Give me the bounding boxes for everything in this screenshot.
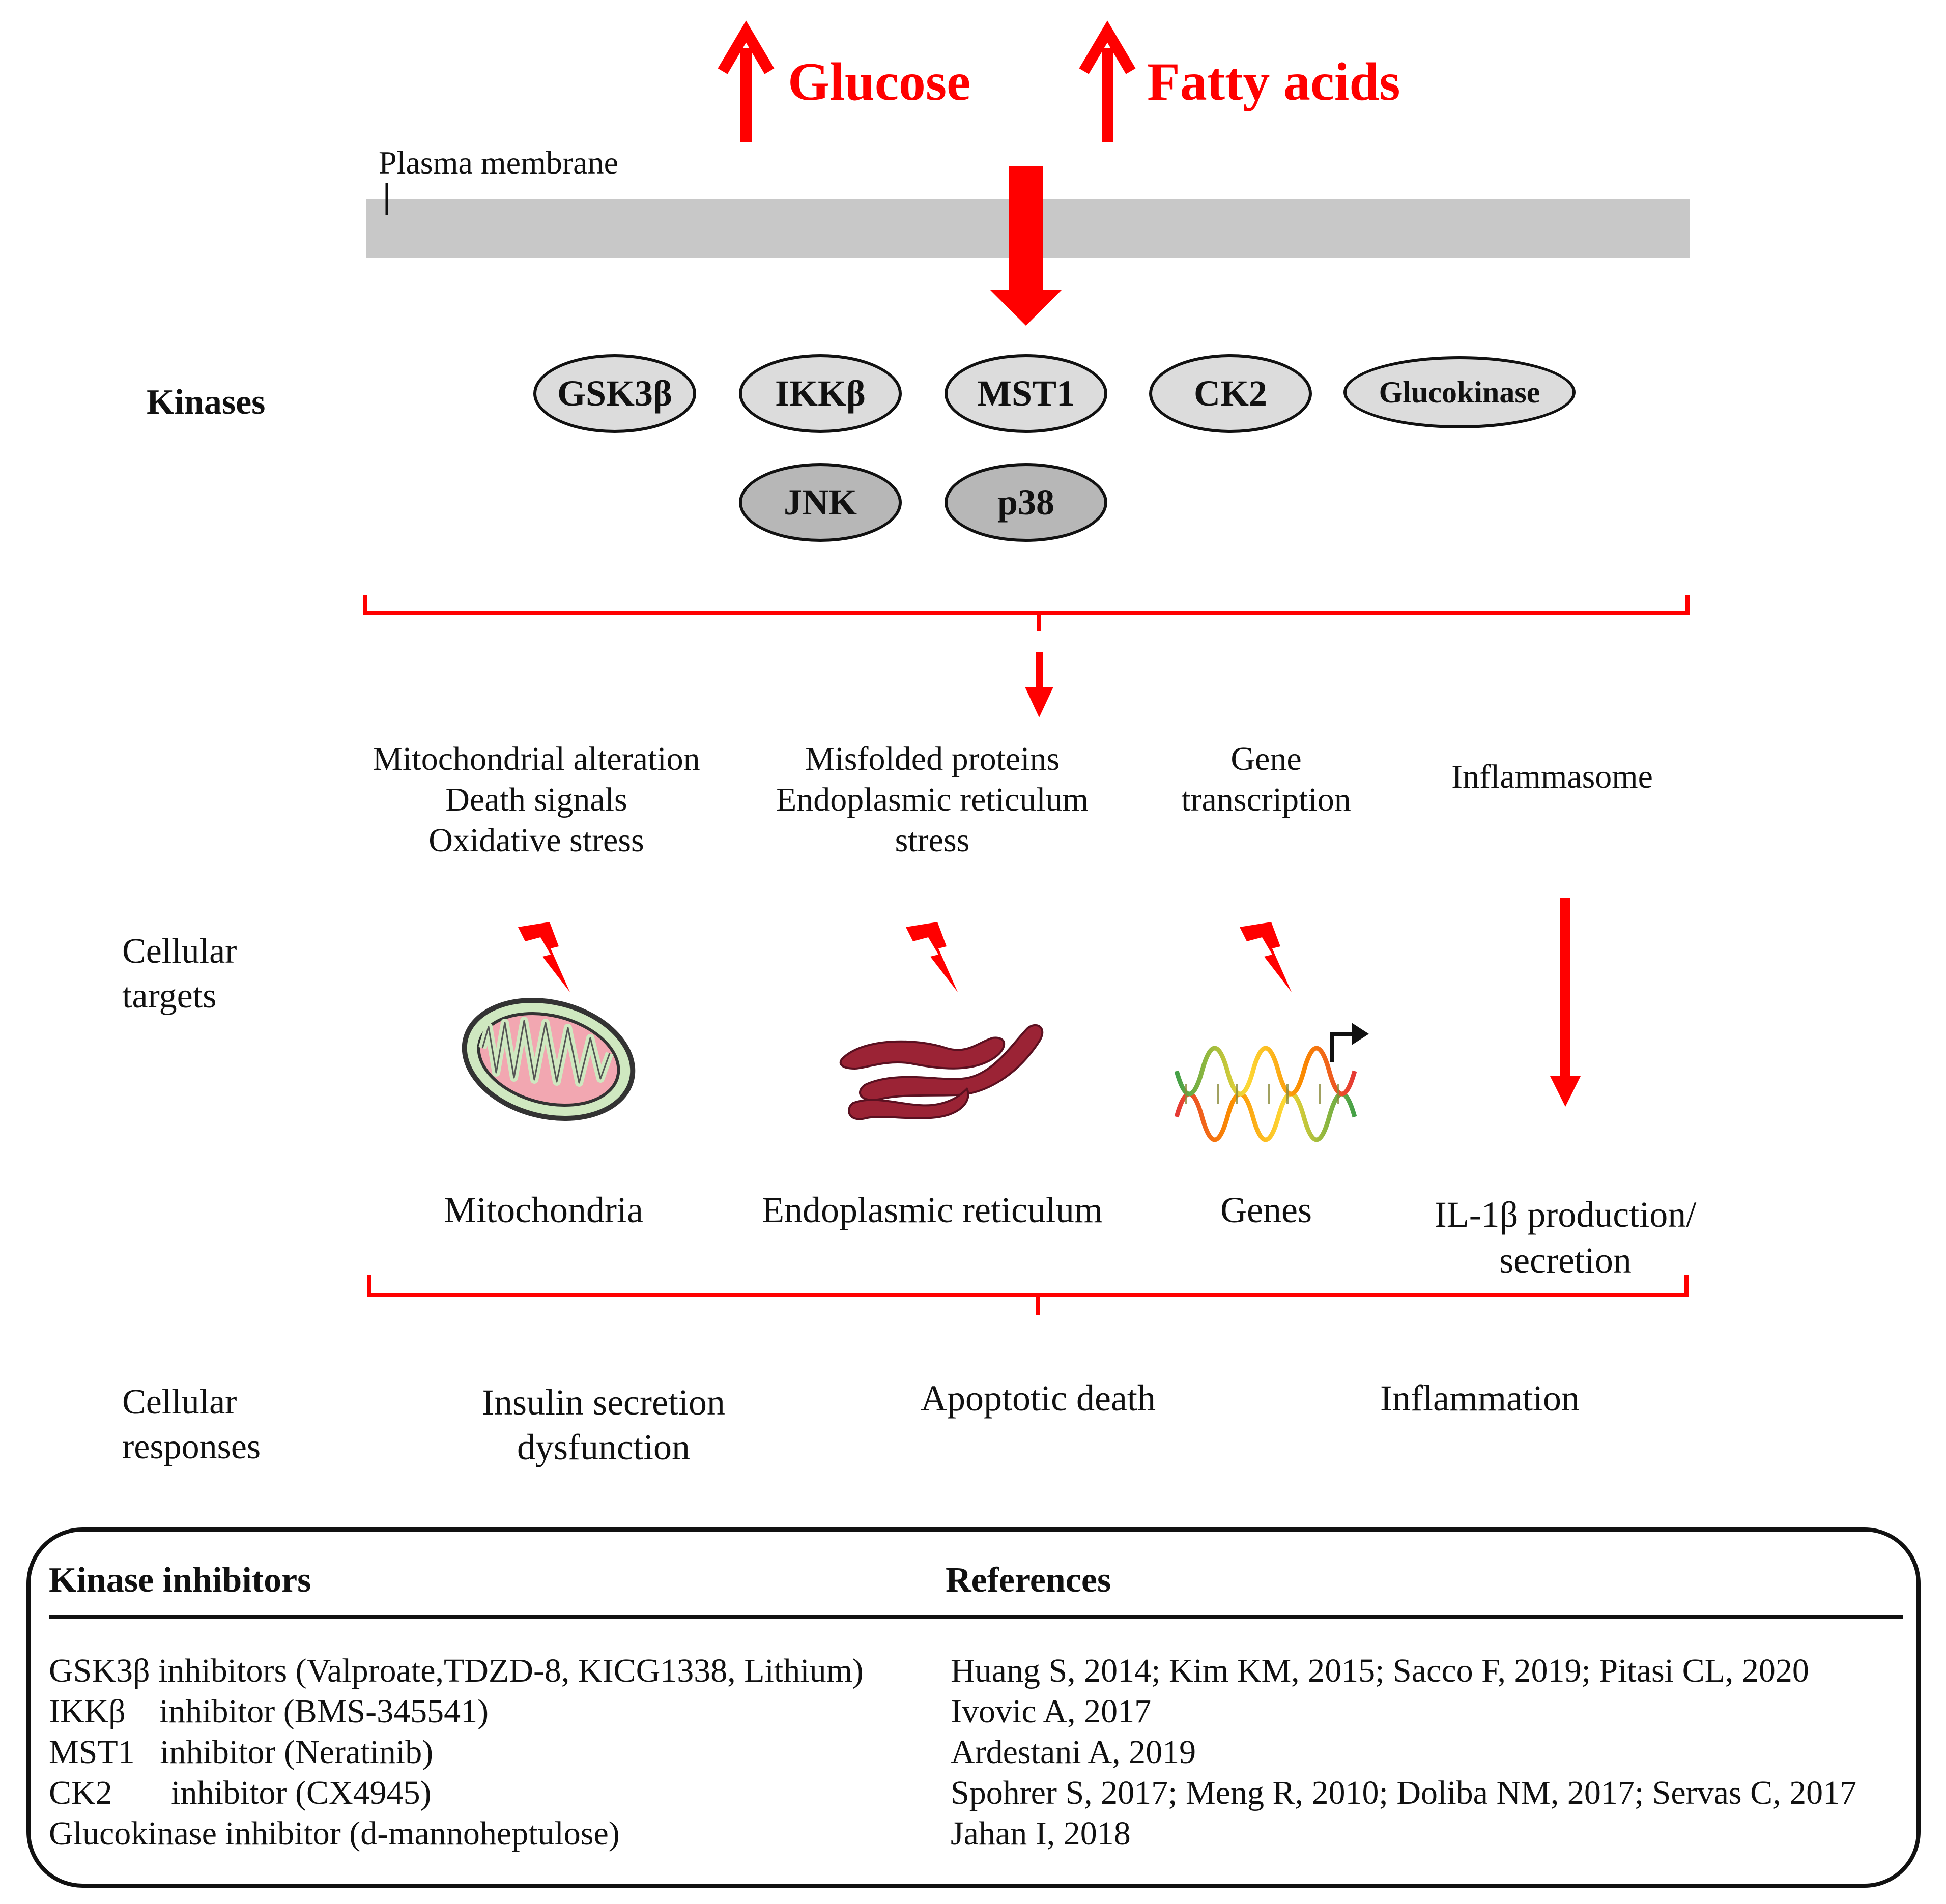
up-arrow-icon [718, 20, 775, 142]
lightning-icon [518, 922, 570, 992]
il1b-label: IL-1β production/ secretion [1435, 1192, 1697, 1283]
down-arrow-icon [1025, 652, 1053, 717]
inflammasome-text: Inflammasome [1451, 758, 1653, 795]
cellular-responses-label: Cellular responses [122, 1380, 261, 1469]
table-row-refs: Jahan I, 2018 [951, 1815, 1131, 1852]
up-arrow-icon [1079, 20, 1136, 142]
mito-stress-line: Death signals [445, 781, 627, 818]
glucose-label: Glucose [788, 52, 971, 111]
il1b-line: IL-1β production/ [1434, 1194, 1697, 1235]
insulin-response-line: Insulin secretion [482, 1382, 725, 1423]
kinase-mst1: MST1 [945, 354, 1107, 433]
er-stress-line: stress [895, 822, 970, 859]
down-arrow-icon [1550, 898, 1581, 1107]
kinase-gsk3b: GSK3β [533, 354, 696, 433]
dna-icon [1174, 1046, 1357, 1142]
er-stress-line: Endoplasmic reticulum [776, 781, 1089, 818]
gene-transcription-line: transcription [1181, 781, 1351, 818]
cellular-responses-line: Cellular [122, 1382, 237, 1422]
apoptosis-response: Apoptotic death [921, 1378, 1156, 1419]
fatty-acids-label: Fatty acids [1147, 52, 1400, 111]
table-row-inhibitor: GSK3β inhibitors (Valproate,TDZD-8, KICG… [49, 1652, 864, 1689]
table-row-inhibitor: Glucokinase inhibitor (d-mannoheptulose) [49, 1815, 620, 1852]
kinase-ck2: CK2 [1149, 354, 1312, 433]
cellular-responses-line: responses [122, 1427, 261, 1466]
table-row-refs: Spohrer S, 2017; Meng R, 2010; Doliba NM… [951, 1774, 1857, 1811]
table-header-references: References [946, 1561, 1111, 1600]
kinase-ikkb: IKKβ [739, 354, 902, 433]
table-row-refs: Ivovic A, 2017 [951, 1693, 1152, 1730]
mito-stress-text: Mitochondrial alteration Death signals O… [373, 739, 700, 861]
table-row-inhibitor: CK2 inhibitor (CX4945) [49, 1774, 432, 1811]
cellular-targets-line: targets [122, 976, 217, 1016]
kinases-bracket [363, 595, 1690, 631]
table-header-inhibitors: Kinase inhibitors [49, 1561, 311, 1600]
mitochondrion-icon [462, 997, 636, 1121]
kinases-row-label: Kinases [147, 383, 266, 422]
er-label: Endoplasmic reticulum [762, 1190, 1103, 1230]
kinase-glucokinase: Glucokinase [1343, 356, 1576, 428]
cellular-targets-line: Cellular [122, 932, 237, 971]
table-row-inhibitor: MST1 inhibitor (Neratinib) [49, 1734, 434, 1771]
promoter-arrow-icon [1330, 1023, 1369, 1062]
il1b-line: secretion [1499, 1240, 1632, 1281]
er-stress-line: Misfolded proteins [805, 740, 1060, 777]
kinase-p38: p38 [945, 463, 1107, 542]
insulin-response-line: dysfunction [517, 1427, 690, 1467]
mito-stress-line: Mitochondrial alteration [373, 740, 700, 777]
membrane-label: Plasma membrane [379, 145, 618, 181]
insulin-response: Insulin secretion dysfunction [482, 1380, 725, 1469]
inflammation-response: Inflammation [1380, 1378, 1580, 1419]
down-arrow-icon [990, 166, 1062, 326]
table-row-refs: Ardestani A, 2019 [951, 1734, 1196, 1771]
inhibitors-table [26, 1527, 1921, 1888]
targets-bracket [367, 1275, 1689, 1315]
mito-stress-line: Oxidative stress [428, 822, 644, 859]
er-stress-text: Misfolded proteins Endoplasmic reticulum… [776, 739, 1089, 861]
gene-transcription-text: Gene transcription [1181, 739, 1351, 820]
endoplasmic-reticulum-icon [839, 1024, 1044, 1120]
genes-label: Genes [1220, 1190, 1312, 1230]
mitochondria-label: Mitochondria [444, 1190, 643, 1230]
gene-transcription-line: Gene [1230, 740, 1302, 777]
lightning-icon [906, 922, 958, 992]
lightning-icon [1240, 922, 1292, 992]
table-row-refs: Huang S, 2014; Kim KM, 2015; Sacco F, 20… [951, 1652, 1809, 1689]
table-row-inhibitor: IKKβ inhibitor (BMS-345541) [49, 1693, 489, 1730]
kinase-jnk: JNK [739, 463, 902, 542]
cellular-targets-label: Cellular targets [122, 929, 237, 1019]
